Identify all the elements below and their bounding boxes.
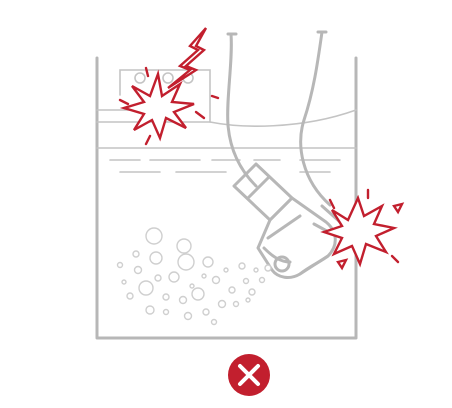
electric-spark-icon [118, 66, 220, 146]
water-bubbles [116, 227, 272, 326]
lightning-bolt-icon [167, 27, 208, 90]
submersible-pump-icon [232, 162, 342, 279]
electric-spark-icon [320, 188, 405, 271]
water-surface [96, 147, 357, 173]
x-circle-icon [228, 354, 270, 396]
power-cable [226, 30, 332, 207]
tank-icon [95, 56, 358, 340]
